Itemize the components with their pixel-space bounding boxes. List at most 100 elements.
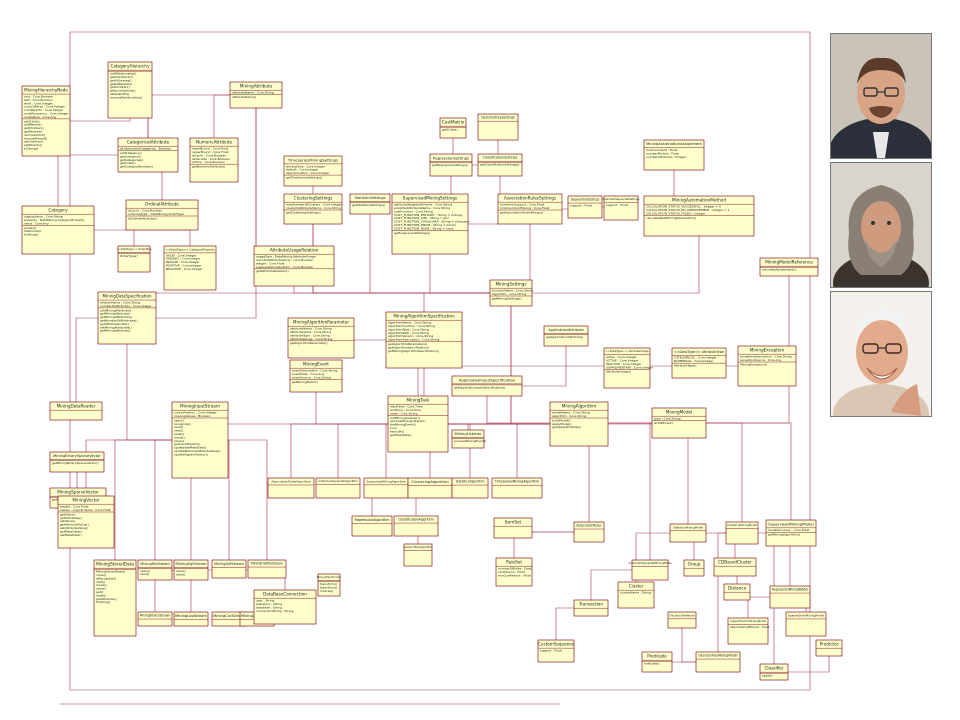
- class-box-decision-tree-node[interactable]: DecisionTreeNode: [667, 611, 697, 629]
- class-box-statistics-model[interactable]: StatisticsMiningModel: [669, 523, 707, 543]
- class-box-sequential-model[interactable]: CustomerSequentialMiningModel: [629, 559, 672, 581]
- class-box-decision-tree-model[interactable]: DecisionTreeMiningModel: [695, 651, 741, 673]
- class-operation: getApplyAttribute(): [552, 425, 581, 429]
- class-box-time-series-algorithm[interactable]: TimeSeriesMiningAlgorithm: [491, 477, 543, 499]
- class-box-clustering-algorithm[interactable]: ClusteringAlgorithm: [407, 477, 453, 499]
- class-box-decision-tree-algorithm[interactable]: DecisionTreeAlgorithm: [403, 543, 433, 567]
- class-box-application-input-specification[interactable]: ApplicationInputSpecificationgetApplicat…: [451, 375, 523, 397]
- class-box-predictor[interactable]: Predictor: [815, 639, 843, 657]
- class-operation: MiningException(): [740, 362, 767, 366]
- class-operation: read(): [174, 425, 183, 429]
- class-attribute: COST_FUNCTION_ENTROPY : String = entropy: [394, 213, 463, 217]
- class-box-category-hierarchy[interactable]: CategoryHierarchyaddRelationship()getAll…: [107, 61, 153, 119]
- class-box-support-vector[interactable]: SupportVectorMiningModelabsoluteCoeffici…: [727, 617, 770, 645]
- class-box-mining-binary-sparse-vector[interactable]: MiningBinarySparseVectorgetMiningBinaryS…: [49, 451, 105, 473]
- class-box-frame: [171, 401, 229, 479]
- class-box-frame: [211, 559, 247, 579]
- class-box-sparse-grid[interactable]: SparseGridsMiningModel: [785, 611, 827, 637]
- class-box-cd-cluster[interactable]: CDBasedCluster: [713, 557, 757, 577]
- class-attribute: nodeFrequency : Core.Integer: [24, 111, 69, 115]
- class-box-regression-model[interactable]: RegressionMiningModel: [769, 585, 811, 609]
- class-box-clustering-model[interactable]: ClusteringMiningModel: [725, 521, 759, 545]
- class-attribute: confidence : Float: [498, 570, 526, 574]
- class-attribute: active : Core.Integer: [606, 355, 637, 359]
- class-operation: getAllLeaves(): [110, 78, 131, 82]
- class-box-mining-stored-data[interactable]: MiningStoredDataMiningStoredData()close(…: [93, 559, 137, 637]
- class-box-customer-sequential-algorithm[interactable]: CustomerSequentialAlgorithm: [315, 477, 361, 499]
- class-box-statistics-algorithm[interactable]: StatisticsAlgorithm: [451, 477, 489, 499]
- class-box-regression-settings[interactable]: RegressionSettingsgetRegressionSettings(…: [429, 153, 473, 177]
- class-box-statistics-settings[interactable]: StatisticsSettingsgetStatisticsSettings(…: [349, 193, 391, 215]
- class-name: SupportVectorMiningModel: [730, 619, 766, 623]
- class-box-mining-binary-stream[interactable]: MiningBinaryStream: [137, 611, 173, 627]
- class-box-mining-arff-stream[interactable]: MiningArffStream: [211, 559, 247, 579]
- class-box-transaction[interactable]: Transaction: [573, 599, 609, 617]
- class-name: MiningSqlStream: [176, 562, 207, 566]
- class-attribute: COST_FUNCTION_PMOM : String = pmom: [394, 223, 456, 227]
- class-box-algorithm-specification[interactable]: MiningAlgorithmSpecificationalgorithmNam…: [385, 311, 463, 369]
- class-box-mining-transformer[interactable]: MiningTransformertransform()transform()i…: [317, 573, 342, 597]
- class-box-automation-method[interactable]: MiningAutomationMethodCALCULATION_STATUS…: [643, 195, 755, 237]
- class-box-decision-tree-settings[interactable]: DecisionTreeSettings: [477, 113, 519, 141]
- class-name: MiningHierarchyNode: [24, 88, 68, 93]
- class-box-frame: [477, 153, 523, 177]
- class-box-mining-flat-stream[interactable]: MiningFlatFileStream: [247, 559, 287, 579]
- class-box-supervised-mining-algorithm[interactable]: SupervisedMiningAlgorithm: [363, 477, 409, 499]
- class-box-itemset[interactable]: ItemSet: [493, 517, 533, 539]
- class-box-model-reference[interactable]: MiningModelReferencecalculateAssessment(…: [759, 257, 819, 277]
- class-box-frame: [713, 557, 757, 577]
- class-box-distance[interactable]: Distance: [723, 583, 751, 601]
- class-box-association-rules[interactable]: AssociationRules: [573, 521, 605, 543]
- class-box-association-rules-algorithm[interactable]: AssociationRulesAlgorithm: [267, 477, 315, 499]
- class-box-supervised-settings[interactable]: SupervisedMiningSettingsattributeWeights…: [391, 193, 470, 255]
- class-box-classification-algorithm[interactable]: ClassificationAlgorithm: [393, 515, 439, 537]
- class-box-group[interactable]: Group: [683, 559, 705, 577]
- class-box-categorical-attribute[interactable]: CategoricalAttributeisUnboundedCategorie…: [117, 137, 179, 173]
- class-box-classification-settings[interactable]: ClassificationSettingsgetClassificationS…: [477, 153, 523, 177]
- class-box-mining-data-reader[interactable]: MiningDataReader: [49, 401, 103, 421]
- class-box-application-attribute[interactable]: ApplicationAttributegetApplicationAttrib…: [543, 325, 589, 347]
- class-box-regression-algorithm[interactable]: RegressionAlgorithm: [351, 515, 393, 537]
- class-box-mining-log-stream[interactable]: MiningLogStream: [173, 611, 209, 627]
- class-name: MiningListener: [455, 432, 482, 436]
- class-box-frame: [267, 477, 315, 499]
- class-attribute: root : Core.Boolean: [24, 94, 53, 98]
